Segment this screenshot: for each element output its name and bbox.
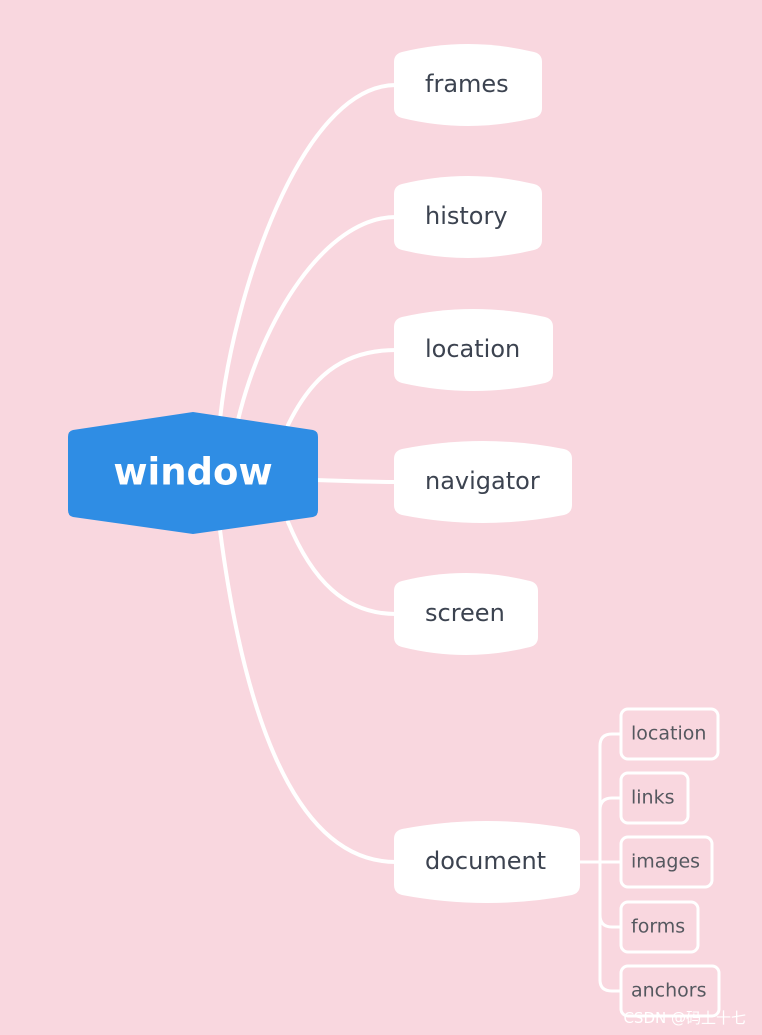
doc-item-forms[interactable]: forms — [619, 900, 700, 954]
doc-item-images-label: images — [631, 851, 700, 873]
branch-history-label: history — [425, 202, 508, 230]
branch-frames-label: frames — [425, 70, 509, 98]
connector-location — [286, 348, 398, 427]
connector-frames — [218, 83, 398, 422]
doc-item-location-label: location — [631, 723, 706, 745]
branch-frames-shape — [394, 44, 542, 126]
branch-navigator-label: navigator — [425, 467, 540, 495]
doc-item-links-box — [619, 771, 690, 825]
doc-item-anchors[interactable]: anchors — [619, 964, 721, 1018]
branch-navigator[interactable]: navigator — [394, 441, 572, 523]
connector-document — [218, 528, 398, 864]
branch-document-label: document — [425, 847, 546, 875]
branch-document[interactable]: document — [394, 821, 580, 903]
connector-doc-anchors — [598, 978, 623, 993]
doc-item-images[interactable]: images — [619, 835, 714, 889]
branch-frames[interactable]: frames — [394, 44, 542, 126]
connector-navigator — [314, 478, 398, 484]
branch-screen[interactable]: screen — [394, 573, 538, 655]
doc-item-location[interactable]: location — [619, 707, 720, 761]
doc-item-forms-box — [619, 900, 700, 954]
connector-doc-location — [598, 732, 623, 748]
doc-item-forms-label: forms — [631, 916, 685, 938]
watermark-text: CSDN @码上十七 — [623, 1009, 746, 1027]
branch-screen-label: screen — [425, 599, 505, 627]
doc-item-location-box — [619, 707, 720, 761]
connector-doc-links — [598, 796, 623, 812]
branch-location[interactable]: location — [394, 309, 553, 391]
root-node-label: window — [113, 451, 272, 494]
root-connectors — [218, 83, 398, 864]
doc-item-anchors-label: anchors — [631, 980, 707, 1002]
doc-item-links-label: links — [631, 787, 675, 809]
branch-navigator-shape — [394, 441, 572, 523]
branch-location-label: location — [425, 335, 520, 363]
doc-item-images-box — [619, 835, 714, 889]
branch-history[interactable]: history — [394, 176, 542, 258]
connector-history — [236, 215, 398, 422]
connector-doc-forms — [598, 913, 623, 929]
branch-document-shape — [394, 821, 580, 903]
branch-screen-shape — [394, 573, 538, 655]
branch-location-shape — [394, 309, 553, 391]
root-node-shape — [68, 412, 318, 534]
branch-history-shape — [394, 176, 542, 258]
doc-item-anchors-box — [619, 964, 721, 1018]
doc-item-links[interactable]: links — [619, 771, 690, 825]
connector-screen — [286, 520, 398, 616]
document-connectors — [578, 732, 623, 993]
root-node[interactable]: window — [68, 412, 318, 534]
